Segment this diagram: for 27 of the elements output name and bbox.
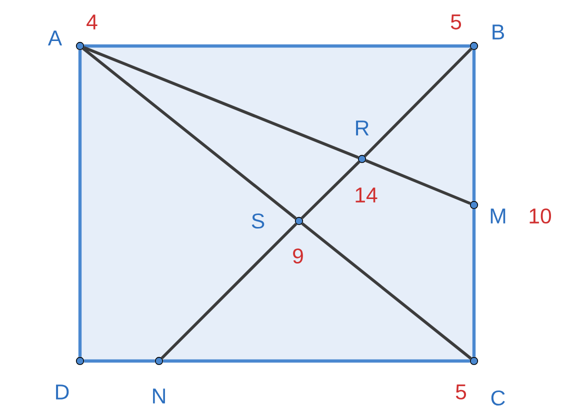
point-label: D (56, 384, 69, 400)
value-label: 10 (530, 208, 552, 224)
side (472, 209, 476, 357)
point-label: A (48, 30, 62, 46)
segment (365, 159, 471, 205)
point-label: N (153, 388, 165, 404)
point-label: R (356, 120, 369, 136)
side (78, 50, 82, 357)
side (84, 44, 470, 48)
point-label: S (252, 213, 264, 229)
value-label: 14 (356, 188, 378, 202)
value-label: 4 (86, 14, 98, 30)
point-label: B (492, 24, 504, 40)
segment (83, 46, 359, 159)
segment (160, 222, 298, 360)
segment (301, 222, 472, 360)
segment (364, 48, 472, 158)
segment (300, 160, 360, 220)
segment (82, 47, 297, 220)
value-label: 5 (450, 14, 462, 30)
side (163, 359, 470, 363)
value-label: 9 (293, 248, 303, 264)
point-label: C (491, 390, 505, 406)
point-label: M (490, 208, 506, 224)
value-label: 5 (456, 384, 466, 400)
side (84, 359, 155, 363)
side (472, 50, 476, 201)
